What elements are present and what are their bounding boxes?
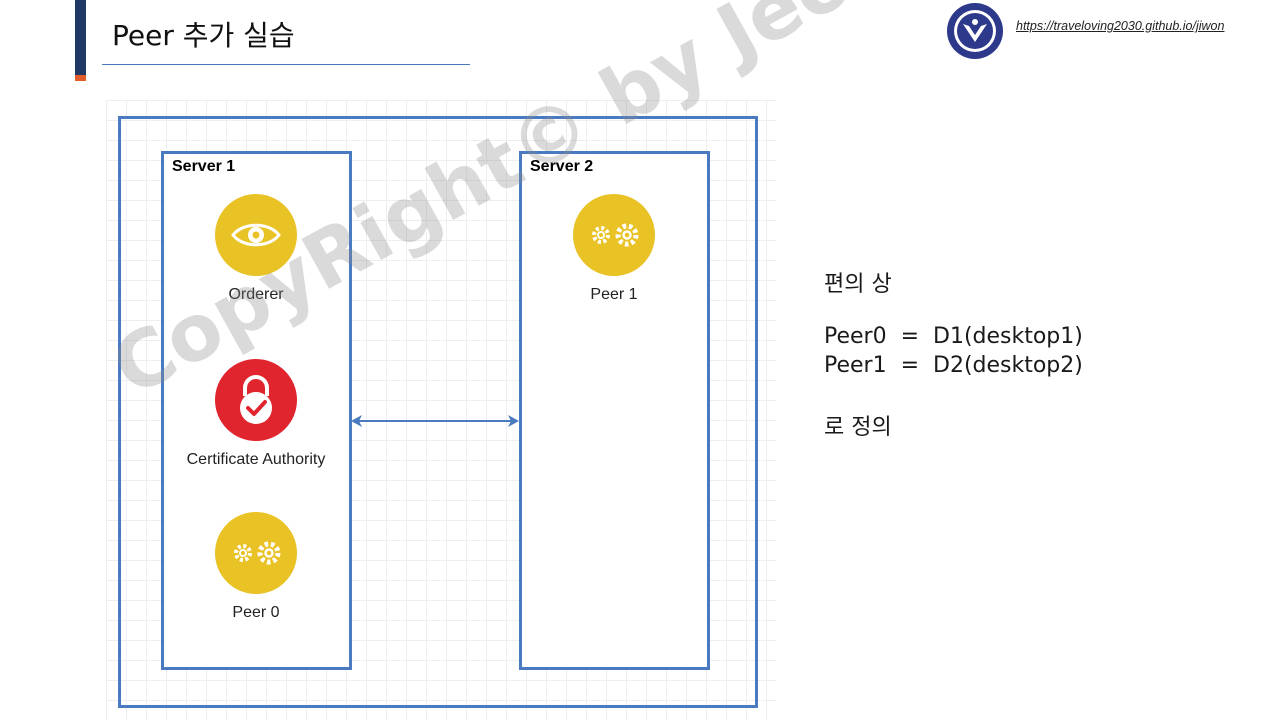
- peer-1-label: Peer 1: [590, 286, 638, 303]
- padlock-check-icon: [215, 359, 297, 441]
- network-diagram: Server 1 Orderer Certificate Authority: [106, 100, 776, 720]
- title-accent-bar: [75, 0, 86, 80]
- certificate-authority-label: Certificate Authority: [186, 451, 326, 468]
- title-accent-tip: [75, 75, 86, 81]
- certificate-authority-node: Certificate Authority: [156, 359, 356, 469]
- server-1-label: Server 1: [172, 158, 236, 175]
- university-seal-icon: [947, 3, 1003, 59]
- slide-title: Peer 추가 실습: [112, 19, 295, 52]
- peer-1-node: Peer 1: [514, 194, 714, 304]
- notes-line-2: Peer0 = D1(desktop1): [824, 324, 1083, 349]
- site-url-link[interactable]: https://traveloving2030.github.io/jiwon: [1016, 19, 1225, 33]
- notes-line-3: Peer1 = D2(desktop2): [824, 353, 1083, 378]
- server-2-box: Server 2 Peer 1: [519, 151, 710, 670]
- server-1-box: Server 1 Orderer Certificate Authority: [161, 151, 352, 670]
- title-underline: [102, 64, 470, 65]
- notes-line-1: 편의 상: [824, 272, 892, 297]
- gears-icon: [573, 194, 655, 276]
- orderer-label: Orderer: [228, 286, 284, 303]
- orderer-node: Orderer: [156, 194, 356, 304]
- server-2-label: Server 2: [530, 158, 594, 175]
- eye-icon: [215, 194, 297, 276]
- notes-line-4: 로 정의: [824, 415, 892, 440]
- peer-0-label: Peer 0: [232, 604, 280, 621]
- bidirectional-arrow-icon: [351, 415, 519, 427]
- peer-0-node: Peer 0: [156, 512, 356, 622]
- gears-icon: [215, 512, 297, 594]
- network-frame: [118, 116, 758, 708]
